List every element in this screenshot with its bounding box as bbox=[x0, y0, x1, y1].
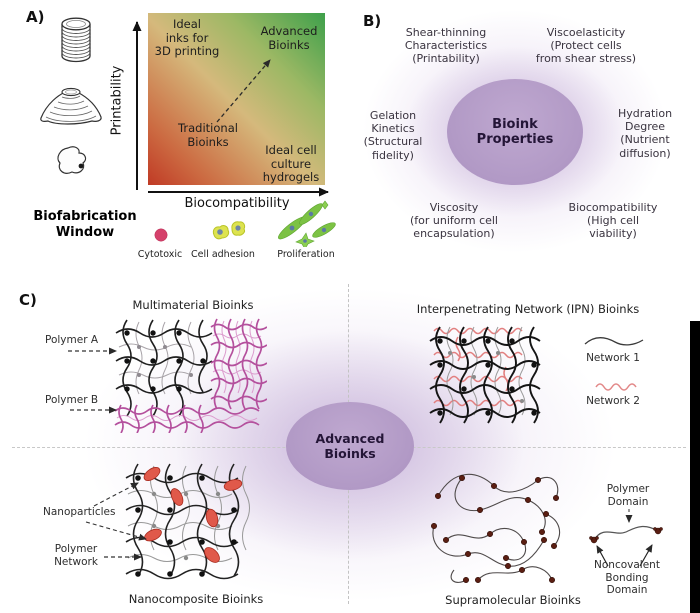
annotation-polymer-a: Polymer A bbox=[45, 334, 99, 346]
collapsed-dome-icon bbox=[40, 87, 102, 125]
y-axis-arrow bbox=[132, 21, 142, 190]
network-2-line-icon bbox=[595, 383, 637, 391]
polymer-a-arrow bbox=[68, 347, 117, 355]
proliferation-cells-icon bbox=[278, 200, 336, 247]
nanocomposite-network-drawing bbox=[125, 463, 250, 580]
printed-cylinder-icon bbox=[61, 17, 91, 63]
biofabrication-window-label: Biofabrication Window bbox=[33, 209, 137, 241]
panel-a-label: A) bbox=[26, 8, 45, 26]
annotation-nanoparticles: Nanoparticles bbox=[43, 506, 116, 518]
annotation-network-2: Network 2 bbox=[586, 395, 640, 407]
quadrant-title-ipn: Interpenetrating Network (IPN) Bioinks bbox=[416, 302, 640, 316]
supramolecular-chain-icon bbox=[589, 525, 663, 567]
x-axis-arrow bbox=[148, 187, 329, 197]
gel-blob-icon bbox=[57, 146, 87, 174]
advanced-bioinks-ellipse: Advanced Bioinks bbox=[286, 402, 414, 490]
cytotoxic-cell-icon bbox=[154, 228, 168, 242]
y-axis-label: Printability bbox=[109, 65, 125, 136]
right-edge-black-bar bbox=[690, 321, 700, 613]
panel-b-label: B) bbox=[363, 12, 382, 30]
property-viscosity: Viscosity (for uniform cell encapsulatio… bbox=[410, 201, 498, 241]
polymer-b-arrow bbox=[70, 406, 117, 414]
region-advanced-bioinks: Advanced Bioinks bbox=[260, 24, 318, 52]
nanoparticles-pointer-lines bbox=[85, 482, 147, 541]
cell-adhesion-icon bbox=[212, 221, 246, 240]
region-traditional-bioinks: Traditional Bioinks bbox=[178, 121, 238, 149]
property-shear-thinning: Shear-thinning Characteristics (Printabi… bbox=[404, 26, 488, 66]
annotation-polymer-network: Polymer Network bbox=[54, 543, 98, 568]
quadrant-title-supramolecular: Supramolecular Bioinks bbox=[445, 593, 581, 607]
bioink-properties-ellipse: Bioink Properties bbox=[447, 79, 583, 185]
property-biocompatibility: Biocompatibility (High cell viability) bbox=[568, 201, 658, 241]
polymer-domain-arrow bbox=[625, 509, 633, 523]
property-viscoelasticity: Viscoelasticity (Protect cells from shea… bbox=[535, 26, 637, 66]
supramolecular-network-drawing bbox=[431, 473, 561, 584]
region-cell-culture-hydrogels: Ideal cell culture hydrogels bbox=[262, 143, 320, 185]
quadrant-title-nanocomposite: Nanocomposite Bioinks bbox=[128, 592, 264, 606]
region-ideal-inks: Ideal inks for 3D printing bbox=[154, 17, 220, 59]
legend-proliferation-label: Proliferation bbox=[277, 249, 335, 260]
legend-cytotoxic-label: Cytotoxic bbox=[137, 249, 183, 260]
polymer-network-arrow bbox=[104, 553, 142, 561]
ipn-network-drawing bbox=[429, 326, 541, 424]
property-hydration-degree: Hydration Degree (Nutrient diffusion) bbox=[617, 107, 673, 160]
traditional-to-advanced-arrow bbox=[216, 59, 271, 123]
panel-c-label: C) bbox=[19, 291, 37, 309]
annotation-network-1: Network 1 bbox=[586, 352, 640, 364]
multimaterial-network-drawing bbox=[114, 318, 267, 433]
quadrant-title-multimaterial: Multimaterial Bioinks bbox=[132, 298, 254, 312]
x-axis-label: Biocompatibility bbox=[184, 196, 290, 211]
property-gelation-kinetics: Gelation Kinetics (Structural fidelity) bbox=[363, 109, 423, 162]
annotation-polymer-domain: Polymer Domain bbox=[606, 483, 650, 508]
annotation-noncovalent-bonding-domain: Noncovalent Bonding Domain bbox=[594, 559, 660, 597]
annotation-polymer-b: Polymer B bbox=[45, 394, 99, 406]
network-1-line-icon bbox=[584, 337, 644, 346]
legend-cell-adhesion-label: Cell adhesion bbox=[191, 249, 255, 260]
